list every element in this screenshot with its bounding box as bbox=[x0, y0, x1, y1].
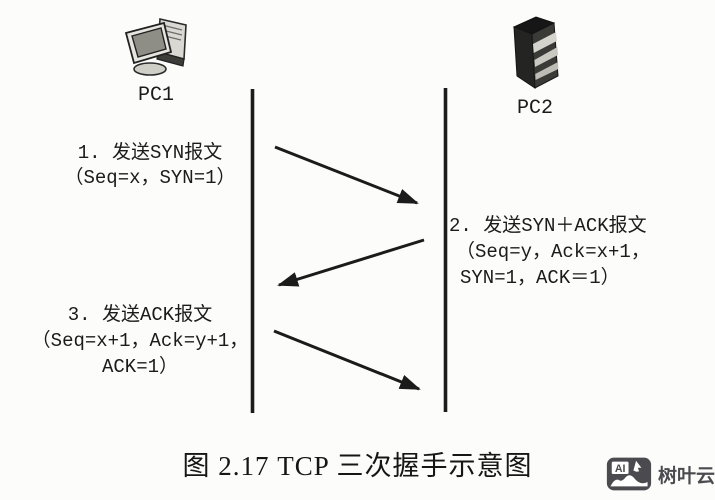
desktop-computer-icon bbox=[124, 18, 187, 76]
arrow-ack bbox=[273, 329, 421, 391]
step3-line1: 3. 发送ACK报文 bbox=[67, 304, 213, 326]
figure-caption: 图 2.17 TCP 三次握手示意图 bbox=[182, 451, 533, 481]
step3-line3: ACK=1） bbox=[101, 356, 178, 378]
step1-text: 1. 发送SYN报文 （Seq=x，SYN=1） bbox=[52, 141, 248, 191]
watermark: AI 树叶云 bbox=[606, 453, 715, 495]
pc1-label: PC1 bbox=[137, 84, 174, 107]
step1-line1: 1. 发送SYN报文 bbox=[77, 142, 223, 164]
watermark-brand: 树叶云 bbox=[657, 465, 715, 487]
step2-line1: 2. 发送SYN＋ACK报文 bbox=[449, 215, 647, 237]
step3-line2: （Seq=x+1，Ack=y+1， bbox=[31, 330, 249, 352]
step2-line3: SYN=1，ACK＝1） bbox=[460, 267, 620, 289]
svg-text:AI: AI bbox=[615, 463, 626, 475]
step2-text: 2. 发送SYN＋ACK报文 （Seq=y，Ack=x+1， SYN=1，ACK… bbox=[449, 213, 709, 291]
step1-line2: （Seq=x，SYN=1） bbox=[64, 167, 236, 189]
arrow-syn-ack bbox=[277, 238, 425, 287]
step2-line2: （Seq=y，Ack=x+1， bbox=[456, 241, 650, 263]
pc2-label: PC2 bbox=[516, 97, 553, 120]
step3-text: 3. 发送ACK报文 （Seq=x+1，Ack=y+1， ACK=1） bbox=[25, 302, 255, 380]
watermark-logo-icon: AI bbox=[606, 457, 652, 491]
arrow-syn bbox=[274, 145, 419, 205]
server-tower-icon bbox=[512, 16, 559, 89]
